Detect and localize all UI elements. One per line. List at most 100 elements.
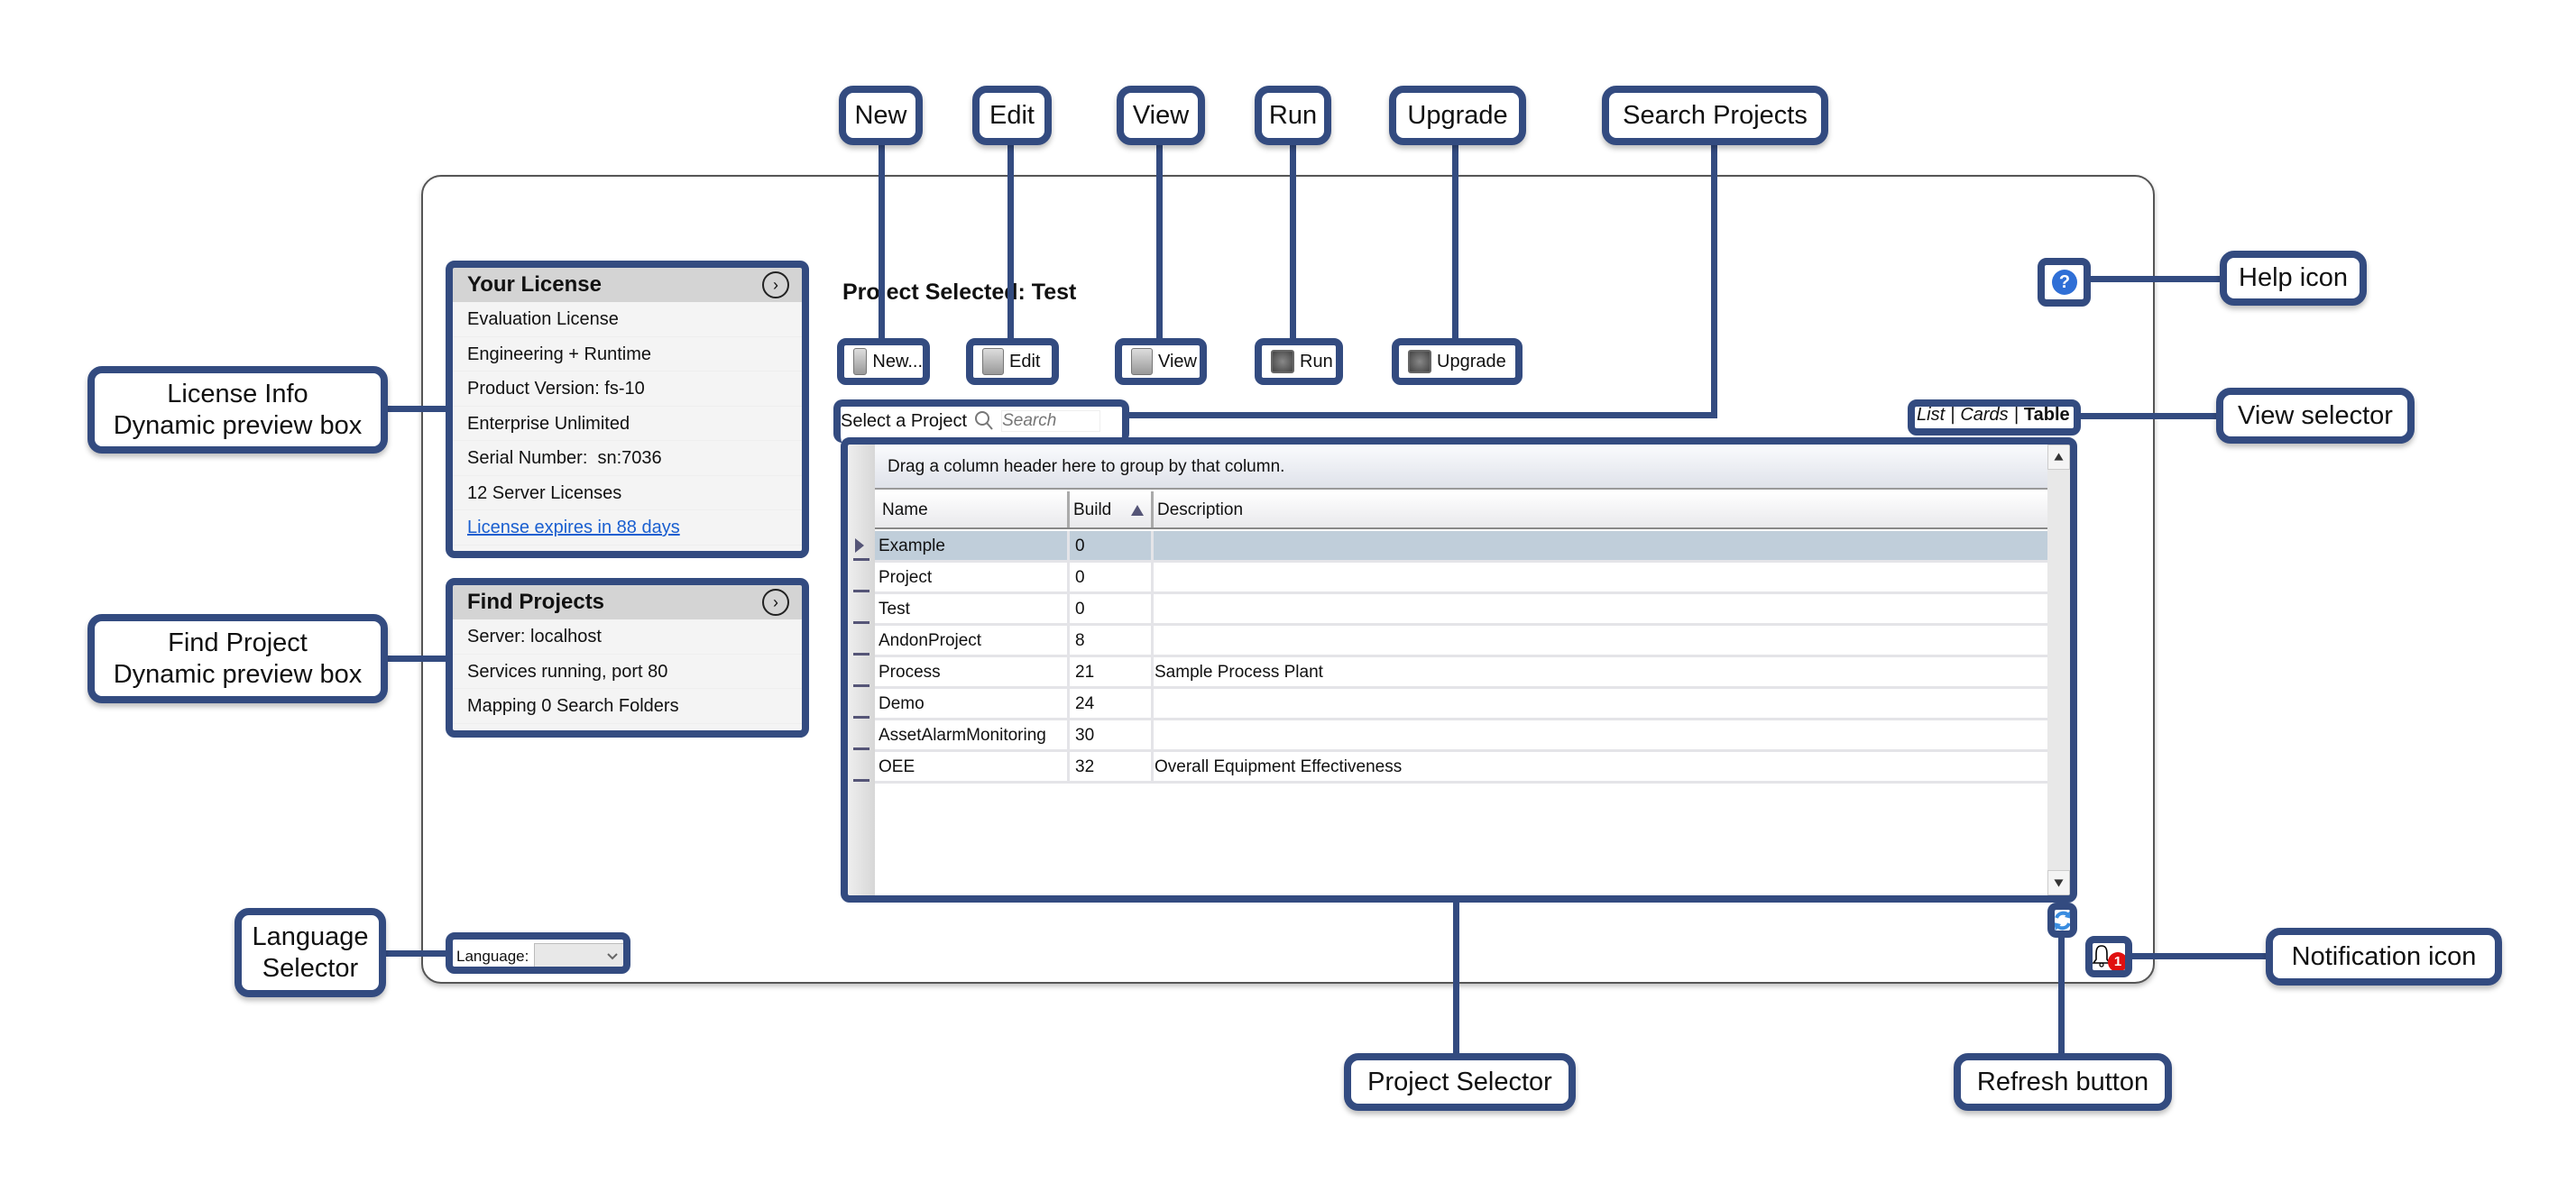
cell-build: 0 bbox=[1075, 600, 1085, 619]
cell-build: 8 bbox=[1075, 631, 1085, 650]
row-marker bbox=[853, 684, 869, 687]
license-title: Your License bbox=[467, 272, 602, 297]
column-divider bbox=[1151, 720, 1154, 749]
row-marker bbox=[853, 621, 869, 624]
row-marker bbox=[853, 653, 869, 656]
callout-license: License Info Dynamic preview box bbox=[87, 366, 388, 454]
highlight bbox=[2085, 936, 2132, 977]
highlight bbox=[837, 338, 930, 385]
cell-name: Process bbox=[879, 663, 941, 682]
find-title: Find Projects bbox=[467, 590, 605, 614]
help-icon[interactable]: ? bbox=[2052, 270, 2077, 295]
connector bbox=[386, 406, 447, 412]
view-table-option[interactable]: Table bbox=[2023, 405, 2070, 425]
callout-new: New bbox=[839, 86, 923, 145]
separator: | bbox=[2013, 405, 2019, 425]
column-divider bbox=[1067, 491, 1070, 527]
search-input[interactable] bbox=[1001, 410, 1101, 432]
table-row[interactable]: Example 0 bbox=[853, 531, 2047, 563]
column-divider bbox=[1067, 752, 1070, 781]
highlight bbox=[2038, 258, 2091, 307]
connector bbox=[2089, 276, 2224, 282]
highlight bbox=[446, 578, 809, 738]
vertical-scrollbar[interactable] bbox=[2047, 445, 2070, 895]
view-list-option[interactable]: List bbox=[1917, 405, 1946, 425]
scroll-up-icon[interactable] bbox=[2047, 445, 2070, 470]
cell-build: 21 bbox=[1075, 663, 1095, 682]
highlight bbox=[1255, 338, 1343, 385]
chevron-right-icon[interactable]: › bbox=[762, 271, 789, 298]
callout-view-selector: View selector bbox=[2216, 388, 2415, 444]
callout-run: Run bbox=[1255, 86, 1331, 145]
row-marker bbox=[853, 716, 869, 719]
column-divider bbox=[1067, 594, 1070, 623]
language-label: Language: bbox=[456, 948, 529, 965]
cell-name: OEE bbox=[879, 757, 915, 776]
row-marker bbox=[853, 590, 869, 592]
edit-button[interactable]: Edit bbox=[973, 345, 1052, 378]
column-header-name[interactable]: Name bbox=[882, 500, 928, 519]
highlight bbox=[966, 338, 1059, 385]
new-icon bbox=[853, 348, 868, 375]
chevron-right-icon[interactable]: › bbox=[762, 589, 789, 616]
run-button[interactable]: Run bbox=[1262, 345, 1336, 378]
highlight bbox=[1392, 338, 1523, 385]
table-row[interactable]: Test 0 bbox=[853, 594, 2047, 626]
column-header-build[interactable]: Build bbox=[1073, 500, 1112, 519]
connector bbox=[2079, 413, 2220, 419]
connector bbox=[1156, 142, 1163, 341]
column-header-description[interactable]: Description bbox=[1157, 500, 1244, 519]
callout-upgrade: Upgrade bbox=[1389, 86, 1526, 145]
connector bbox=[1007, 142, 1014, 341]
new-label: New... bbox=[872, 351, 923, 371]
license-item: Serial Number: sn:7036 bbox=[453, 441, 802, 476]
connector bbox=[384, 950, 447, 957]
cell-name: Test bbox=[879, 600, 910, 619]
find-item: Services running, port 80 bbox=[453, 655, 802, 689]
group-by-panel[interactable]: Drag a column header here to group by th… bbox=[875, 445, 2047, 490]
scroll-down-icon[interactable] bbox=[2047, 870, 2070, 895]
cell-name: Example bbox=[879, 536, 945, 555]
grid-header: Name Build Description bbox=[875, 491, 2047, 529]
callout-language: Language Selector bbox=[235, 908, 386, 997]
notification-badge: 1 bbox=[2108, 952, 2128, 972]
callout-project-selector: Project Selector bbox=[1344, 1053, 1576, 1111]
find-item: Server: localhost bbox=[453, 619, 802, 655]
edit-label: Edit bbox=[1009, 351, 1041, 371]
bell-icon[interactable] bbox=[2093, 944, 2111, 967]
highlight bbox=[841, 437, 2077, 903]
callout-help: Help icon bbox=[2220, 251, 2367, 306]
column-divider bbox=[1067, 563, 1070, 591]
view-button[interactable]: View bbox=[1122, 345, 1200, 378]
table-row[interactable]: Process 21 Sample Process Plant bbox=[853, 657, 2047, 689]
cell-description: Sample Process Plant bbox=[1155, 663, 1323, 682]
view-cards-option[interactable]: Cards bbox=[1960, 405, 2009, 425]
column-divider bbox=[1151, 689, 1154, 718]
license-expiry-link[interactable]: License expires in 88 days bbox=[453, 510, 802, 546]
project-selected-label: Project Selected: Test bbox=[842, 280, 1077, 305]
highlight bbox=[446, 261, 809, 558]
license-item: Product Version: fs-10 bbox=[453, 371, 802, 407]
current-row-icon bbox=[855, 538, 864, 553]
cell-build: 0 bbox=[1075, 536, 1085, 555]
callout-edit: Edit bbox=[972, 86, 1052, 145]
new-button[interactable]: New... bbox=[844, 345, 923, 378]
cell-build: 24 bbox=[1075, 694, 1095, 713]
run-icon bbox=[1271, 350, 1294, 373]
cell-name: Project bbox=[879, 568, 933, 587]
license-info-box: Your License› Evaluation License Enginee… bbox=[453, 268, 802, 551]
highlight bbox=[446, 932, 630, 974]
chevron-down-icon bbox=[607, 953, 619, 960]
highlight bbox=[1115, 338, 1207, 385]
license-item: Enterprise Unlimited bbox=[453, 407, 802, 441]
view-selector: List| Cards| Table bbox=[1917, 405, 2070, 426]
upgrade-button[interactable]: Upgrade bbox=[1399, 345, 1515, 378]
callout-search: Search Projects bbox=[1602, 86, 1828, 145]
highlight bbox=[1908, 399, 2081, 436]
column-divider bbox=[1151, 626, 1154, 655]
